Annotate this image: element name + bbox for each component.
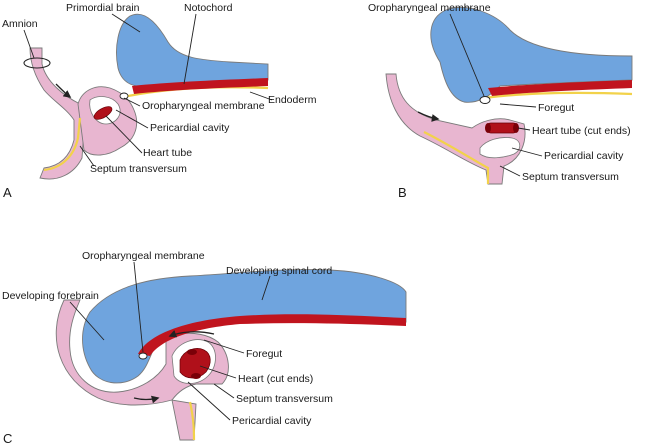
label-c-pericardial-cavity: Pericardial cavity: [232, 415, 312, 427]
panel-c-heart-end-top: [187, 349, 197, 355]
label-c-heart-cut-ends: Heart (cut ends): [238, 373, 313, 385]
leader-c-foregut: [203, 339, 245, 354]
label-c-oropharyngeal-membrane: Oropharyngeal membrane: [82, 250, 205, 262]
panel-b-pericardial-cavity: [479, 137, 521, 159]
panel-a-notochord: [132, 78, 268, 94]
panel-b-endoderm-a: [423, 131, 490, 184]
label-a-septum-transversum: Septum transversum: [90, 163, 187, 175]
leader-c-heart: [199, 365, 237, 379]
panel-a: Amnion Primordial brain Notochord Endode…: [2, 2, 317, 200]
label-b-oropharyngeal-membrane: Oropharyngeal membrane: [368, 2, 491, 14]
panel-b-fold-arrow: [417, 111, 440, 122]
panel-c: Oropharyngeal membrane Developing spinal…: [2, 250, 407, 446]
label-a-heart-tube: Heart tube: [143, 147, 192, 159]
panel-a-fold-arrow: [55, 83, 72, 98]
leader-a-orophar: [123, 97, 141, 107]
label-a-amnion: Amnion: [2, 18, 38, 30]
panel-c-fold-arrow-bottom: [133, 395, 160, 404]
panel-b-neural-tube: [430, 7, 633, 103]
panel-b-notochord: [488, 80, 632, 96]
panel-b: Oropharyngeal membrane Foregut Heart tub…: [368, 2, 633, 200]
leader-c-pericardial: [187, 381, 231, 421]
panel-c-notochord: [138, 314, 406, 356]
label-b-heart-tube-cut-ends: Heart tube (cut ends): [532, 125, 631, 137]
panel-c-heart-end-bottom: [191, 373, 201, 379]
leader-a-notochord: [183, 13, 197, 85]
panel-c-endoderm-a: [188, 401, 196, 441]
label-a-notochord: Notochord: [184, 2, 233, 14]
leader-c-septum: [213, 383, 235, 399]
label-c-septum-transversum: Septum transversum: [236, 393, 333, 405]
panel-a-amnion-wall: [29, 47, 86, 180]
label-c-foregut: Foregut: [246, 348, 282, 360]
panel-a-label: A: [3, 185, 12, 200]
leader-b-foregut: [499, 103, 537, 108]
panel-b-label: B: [398, 185, 407, 200]
panel-c-fold-arrow-top: [168, 330, 215, 338]
leader-b-septum: [499, 165, 521, 177]
label-a-pericardial-cavity: Pericardial cavity: [150, 122, 230, 134]
panel-a-oropharyngeal-membrane: [119, 92, 129, 100]
label-b-foregut: Foregut: [538, 102, 574, 114]
leader-a-pericardial: [115, 109, 149, 129]
label-a-primordial-brain: Primordial brain: [66, 2, 140, 14]
panel-b-endoderm-b: [483, 91, 633, 100]
panel-c-developing-forebrain: [82, 269, 407, 384]
leader-a-heart: [105, 115, 143, 154]
label-b-pericardial-cavity: Pericardial cavity: [544, 150, 624, 162]
panel-a-endoderm-lining: [43, 117, 82, 172]
leader-a-brain: [111, 13, 141, 33]
panel-c-label: C: [3, 431, 12, 446]
label-a-oropharyngeal-membrane: Oropharyngeal membrane: [142, 100, 265, 112]
leader-c-forebrain: [69, 301, 105, 341]
panel-a-amnion-ring: [23, 57, 51, 69]
panel-a-heart-tube: [93, 106, 113, 120]
leader-c-orophar: [133, 261, 144, 353]
label-a-endoderm: Endoderm: [268, 94, 317, 106]
panel-a-primordial-brain: [116, 13, 269, 87]
panel-c-oropharyngeal-membrane: [138, 352, 148, 360]
label-c-developing-forebrain: Developing forebrain: [2, 290, 99, 302]
panel-b-oropharyngeal-membrane: [479, 96, 491, 104]
leader-b-pericardial: [511, 147, 543, 157]
leader-c-spinal: [261, 275, 271, 301]
leader-b-orophar: [449, 13, 485, 97]
leader-b-heart: [517, 127, 531, 131]
label-b-septum-transversum: Septum transversum: [522, 171, 619, 183]
leader-a-endoderm: [249, 91, 273, 101]
panel-b-heart-end-left: [485, 123, 491, 133]
leader-a-septum: [79, 145, 95, 167]
label-c-developing-spinal-cord: Developing spinal cord: [226, 265, 332, 277]
panel-b-heart-end-right: [513, 123, 519, 133]
leader-a-amnion: [23, 29, 35, 59]
